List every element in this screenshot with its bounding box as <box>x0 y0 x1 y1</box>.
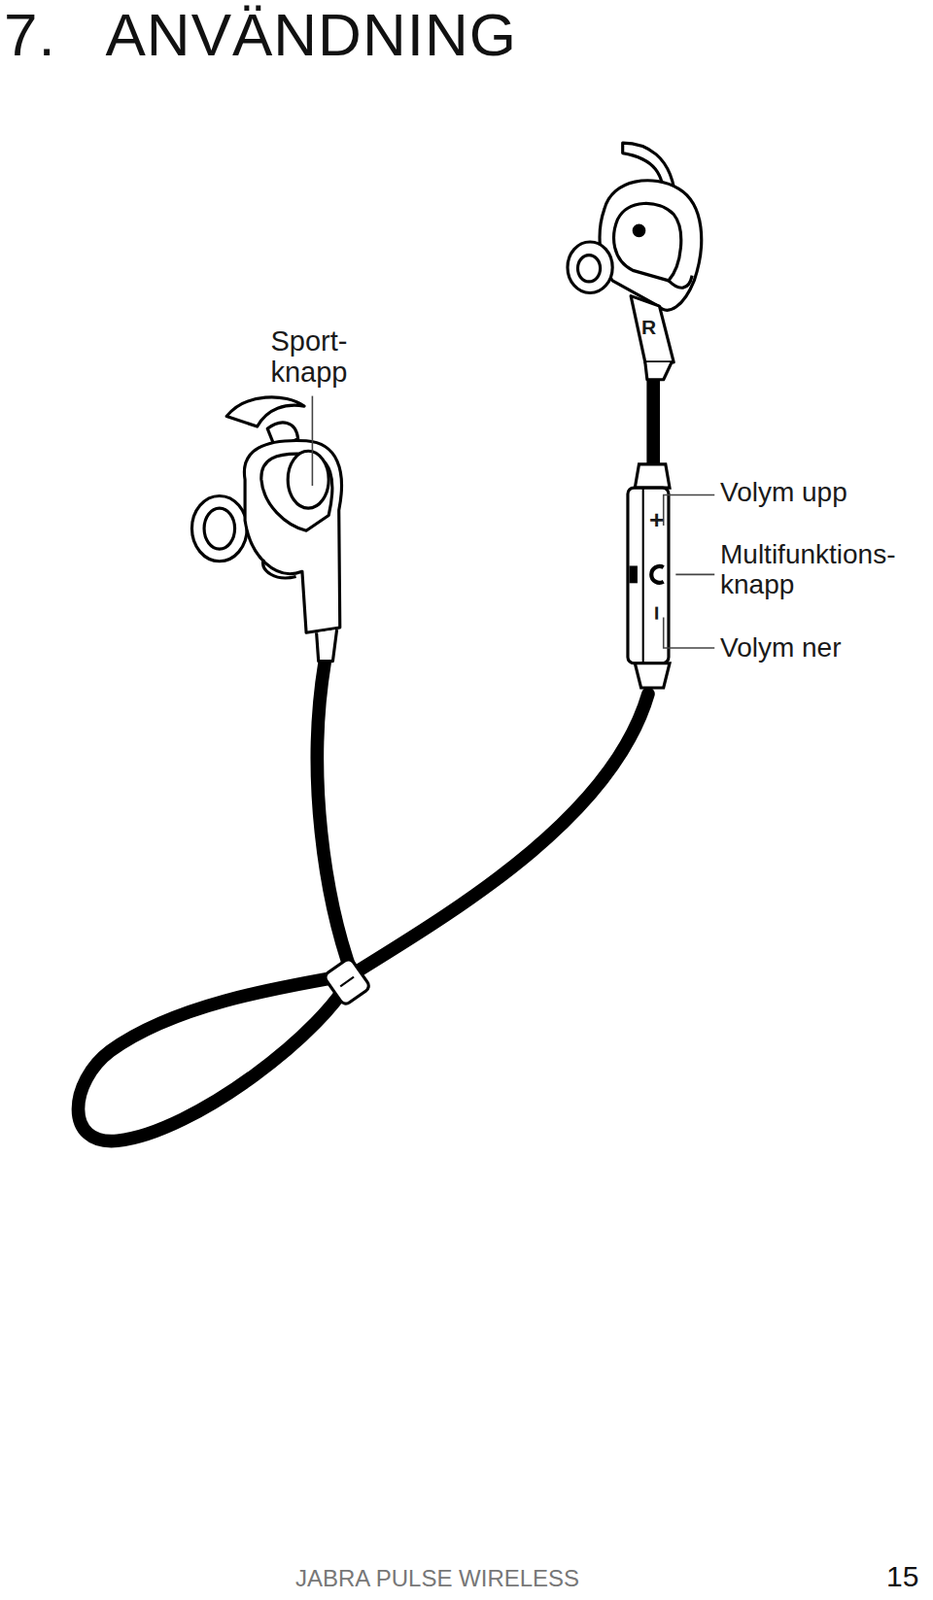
part-label: Multifunktions- knapp <box>720 540 925 601</box>
button-symbol: − <box>644 605 670 621</box>
leader-lines <box>311 396 715 649</box>
power-icon <box>651 566 663 584</box>
left-earbud <box>191 397 342 662</box>
page-title: 7. ANVÄNDNING <box>3 1 518 69</box>
footer-text: JABRA PULSE WIRELESS <box>295 1566 580 1592</box>
right-earbud <box>567 142 702 381</box>
page-number: 15 <box>886 1560 919 1593</box>
cable-upper <box>646 380 660 468</box>
part-label: Volym upp <box>720 478 848 509</box>
button-symbol: + <box>649 507 664 533</box>
cable-clip <box>323 957 372 1006</box>
part-label: Sport- knapp <box>260 326 358 389</box>
cable <box>77 663 648 1142</box>
side-marker: R <box>641 315 657 339</box>
part-label: Volym ner <box>720 633 842 664</box>
